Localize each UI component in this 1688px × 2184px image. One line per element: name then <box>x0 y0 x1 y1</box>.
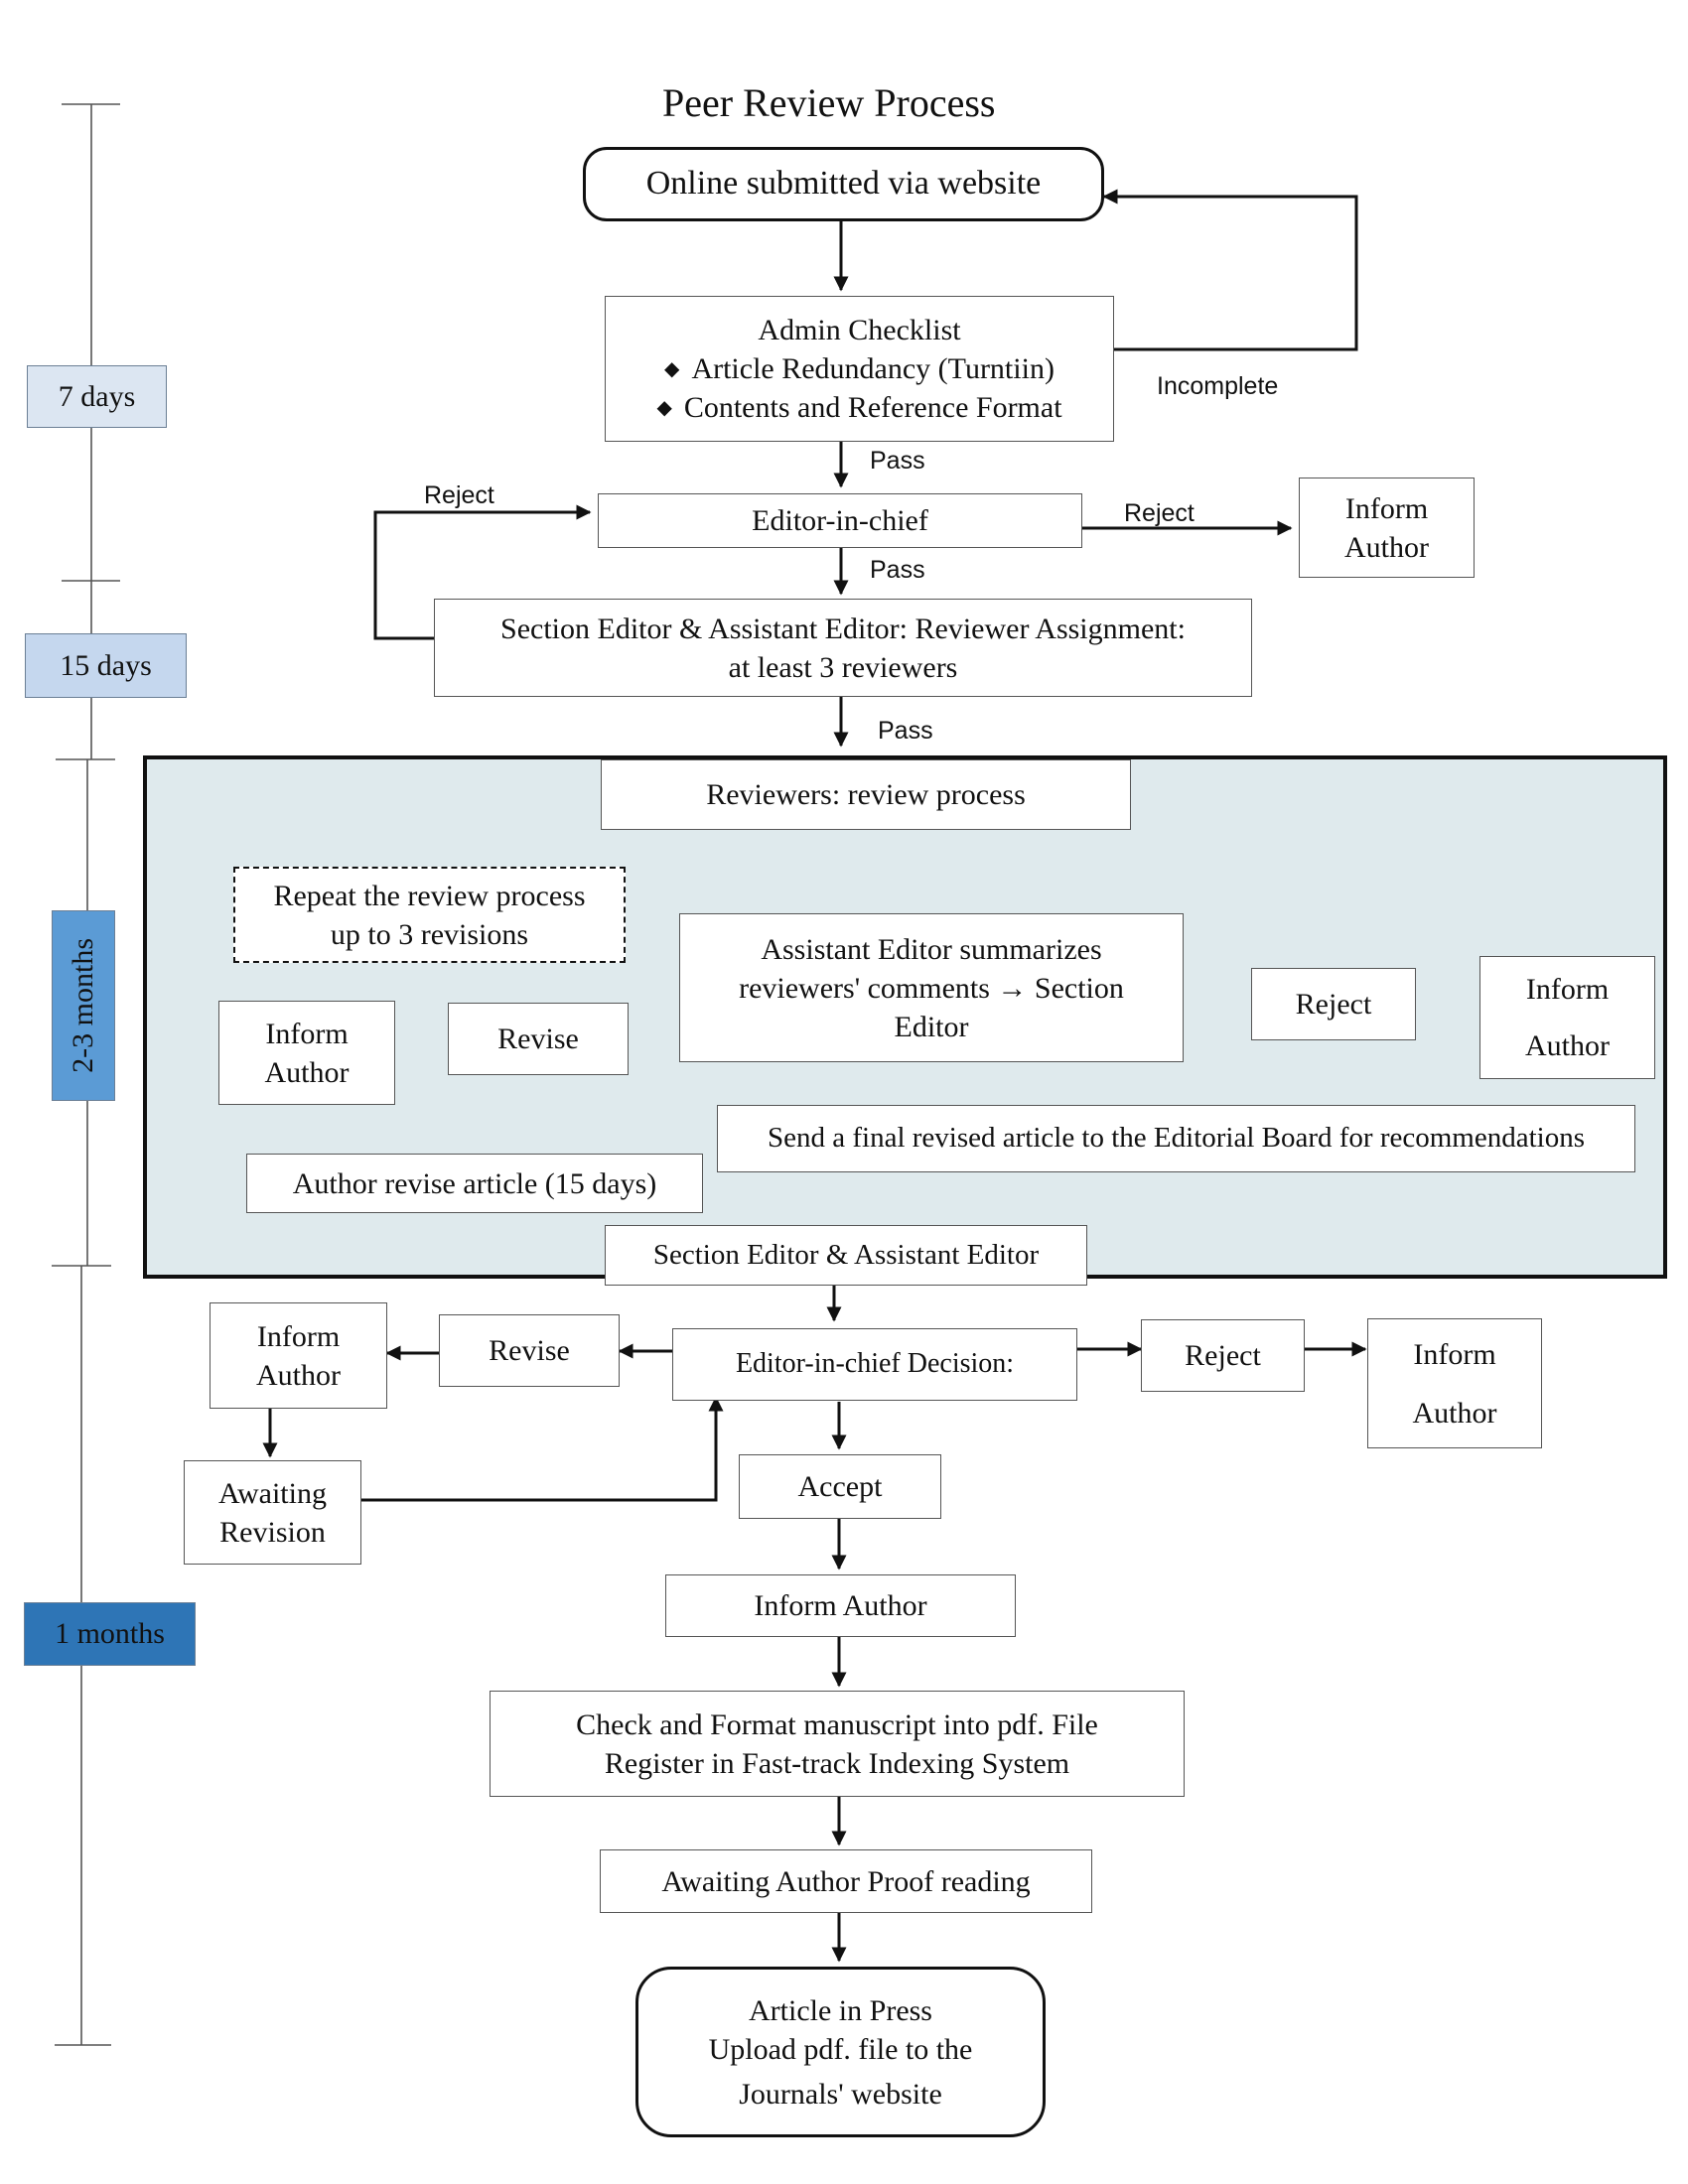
admin-checklist-title: Admin Checklist <box>758 314 961 346</box>
label-incomplete: Incomplete <box>1157 372 1279 400</box>
arrow-incomplete <box>1102 189 1358 351</box>
label-reject-right: Reject <box>1124 499 1195 527</box>
arrow-reject-back <box>373 504 592 640</box>
label-pass-1: Pass <box>870 447 925 475</box>
arrow-awaiting-decision <box>361 1396 724 1502</box>
inform-author-final-box: Inform Author <box>665 1574 1016 1637</box>
check-format-box: Check and Format manuscript into pdf. Fi… <box>490 1691 1185 1797</box>
eic-decision-box: Editor-in-chief Decision: <box>672 1328 1077 1401</box>
timeline-7-days: 7 days <box>27 365 167 428</box>
section-assistant-editor-box: Section Editor & Assistant Editor <box>605 1225 1087 1286</box>
submit-box: Online submitted via website <box>583 147 1104 221</box>
admin-checklist-box: Admin Checklist ◆Article Redundancy (Tur… <box>605 296 1114 442</box>
reviewer-assignment-box: Section Editor & Assistant Editor: Revie… <box>434 599 1252 697</box>
reject-box-2: Reject <box>1251 968 1416 1040</box>
diagram-title: Peer Review Process <box>662 80 996 125</box>
send-board-box: Send a final revised article to the Edit… <box>717 1105 1635 1172</box>
label-pass-3: Pass <box>878 717 933 745</box>
label-reject-left: Reject <box>424 481 494 509</box>
accept-box: Accept <box>739 1454 941 1519</box>
reject-box-3: Reject <box>1141 1319 1305 1392</box>
revise-box-1: Revise <box>448 1003 629 1075</box>
timeline-15-days: 15 days <box>25 633 187 698</box>
author-revise-box: Author revise article (15 days) <box>246 1154 703 1213</box>
timeline-2-3-months: 2-3 months <box>52 910 115 1101</box>
proof-reading-box: Awaiting Author Proof reading <box>600 1849 1092 1913</box>
timeline-1-months: 1 months <box>24 1602 196 1666</box>
label-pass-2: Pass <box>870 556 925 584</box>
admin-item-redundancy: ◆Article Redundancy (Turntiin) <box>664 352 1055 385</box>
admin-item-format: ◆Contents and Reference Format <box>656 391 1062 424</box>
revise-box-2: Revise <box>439 1314 620 1387</box>
reviewers-box: Reviewers: review process <box>601 759 1131 830</box>
editor-in-chief-box: Editor-in-chief <box>598 493 1082 548</box>
